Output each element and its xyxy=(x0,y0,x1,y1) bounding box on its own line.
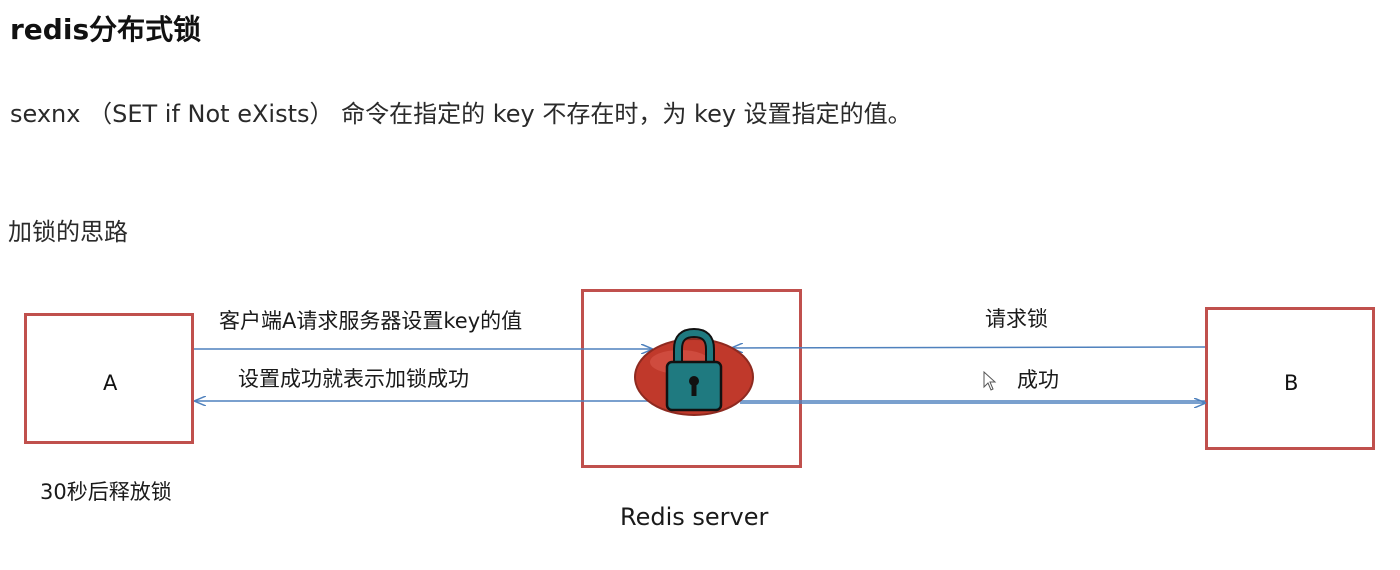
label-b-request: 请求锁 xyxy=(985,307,1048,331)
client-b-label: B xyxy=(1284,371,1299,395)
lock-icon xyxy=(634,327,754,416)
client-b-box: B xyxy=(1205,307,1375,450)
mouse-cursor-icon xyxy=(983,370,997,391)
label-a-success: 设置成功就表示加锁成功 xyxy=(238,367,469,391)
setnx-description: sexnx （SET if Not eXists） 命令在指定的 key 不存在… xyxy=(10,100,912,128)
label-b-success: 成功 xyxy=(1017,368,1059,392)
section-subtitle: 加锁的思路 xyxy=(8,218,128,246)
arrow-b-to-server xyxy=(732,347,1206,348)
client-a-note: 30秒后释放锁 xyxy=(40,480,172,504)
client-a-box: A xyxy=(24,313,194,444)
label-a-request: 客户端A请求服务器设置key的值 xyxy=(219,309,523,333)
page-title: redis分布式锁 xyxy=(10,13,202,46)
client-a-label: A xyxy=(103,371,118,395)
redis-server-label: Redis server xyxy=(620,503,769,531)
